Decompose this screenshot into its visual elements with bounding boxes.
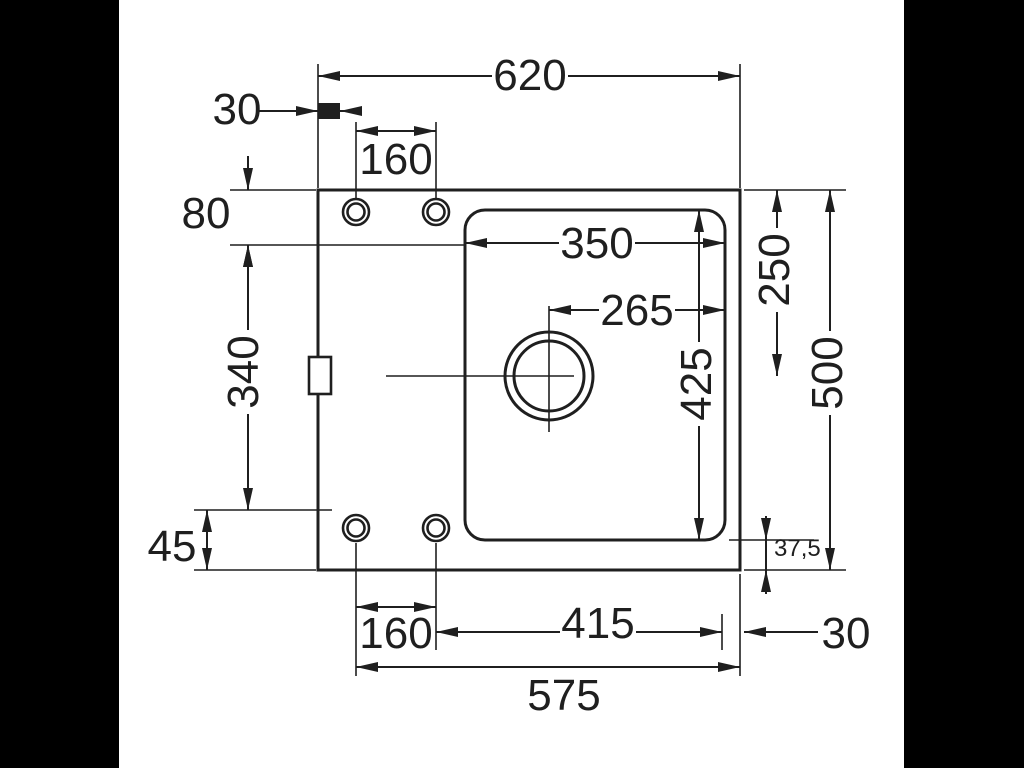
dimension-575: 575: [356, 662, 740, 720]
tap-hole-top-right: [421, 197, 451, 227]
dimension-160-bottom: 160: [356, 602, 436, 658]
dimension-425: 425: [672, 210, 721, 540]
bowl-outline: [463, 208, 727, 542]
dim-415-label: 415: [561, 599, 634, 648]
edge-clip-detail: [307, 355, 333, 396]
dim-350-label: 350: [560, 219, 633, 268]
dimension-45: 45: [148, 510, 212, 571]
dimension-620: 620: [318, 51, 740, 100]
letterbox-right: [904, 0, 1024, 768]
dim-250-label: 250: [750, 233, 799, 306]
dimension-37-5: 37,5: [761, 516, 821, 594]
tap-hole-bottom-right: [421, 513, 451, 543]
dim-160-bottom-label: 160: [359, 609, 432, 658]
dim-37-5-label: 37,5: [774, 535, 821, 562]
dim-620-label: 620: [493, 51, 566, 100]
dim-160-top-label: 160: [359, 135, 432, 184]
dim-575-label: 575: [527, 671, 600, 720]
dimension-30-top: 30: [213, 85, 362, 134]
dimension-500: 500: [803, 190, 852, 570]
dim-30-bottom-label: 30: [822, 609, 871, 658]
dimension-265: 265: [549, 286, 725, 335]
dim-500-label: 500: [803, 336, 852, 409]
dimension-415: 415: [436, 599, 722, 648]
dim-340-label: 340: [219, 335, 268, 408]
sink-outline-group: [307, 188, 742, 572]
dimension-30-bottom: 30: [744, 609, 870, 658]
drain-inner-circle: [512, 339, 586, 413]
letterbox-left: [0, 0, 119, 768]
dim-265-label: 265: [600, 286, 673, 335]
drain-outer-circle: [503, 330, 595, 422]
dimension-350: 350: [465, 219, 725, 268]
dim-425-label: 425: [672, 347, 721, 420]
dimension-160-top: 160: [356, 126, 436, 184]
dim-80-label: 80: [182, 189, 231, 238]
dim-30-top-label: 30: [213, 85, 262, 134]
dim-45-label: 45: [148, 522, 197, 571]
dimension-250: 250: [750, 190, 799, 376]
tap-hole-bottom-left: [341, 513, 371, 543]
dimension-340: 340: [219, 245, 268, 510]
tap-hole-top-left: [341, 197, 371, 227]
